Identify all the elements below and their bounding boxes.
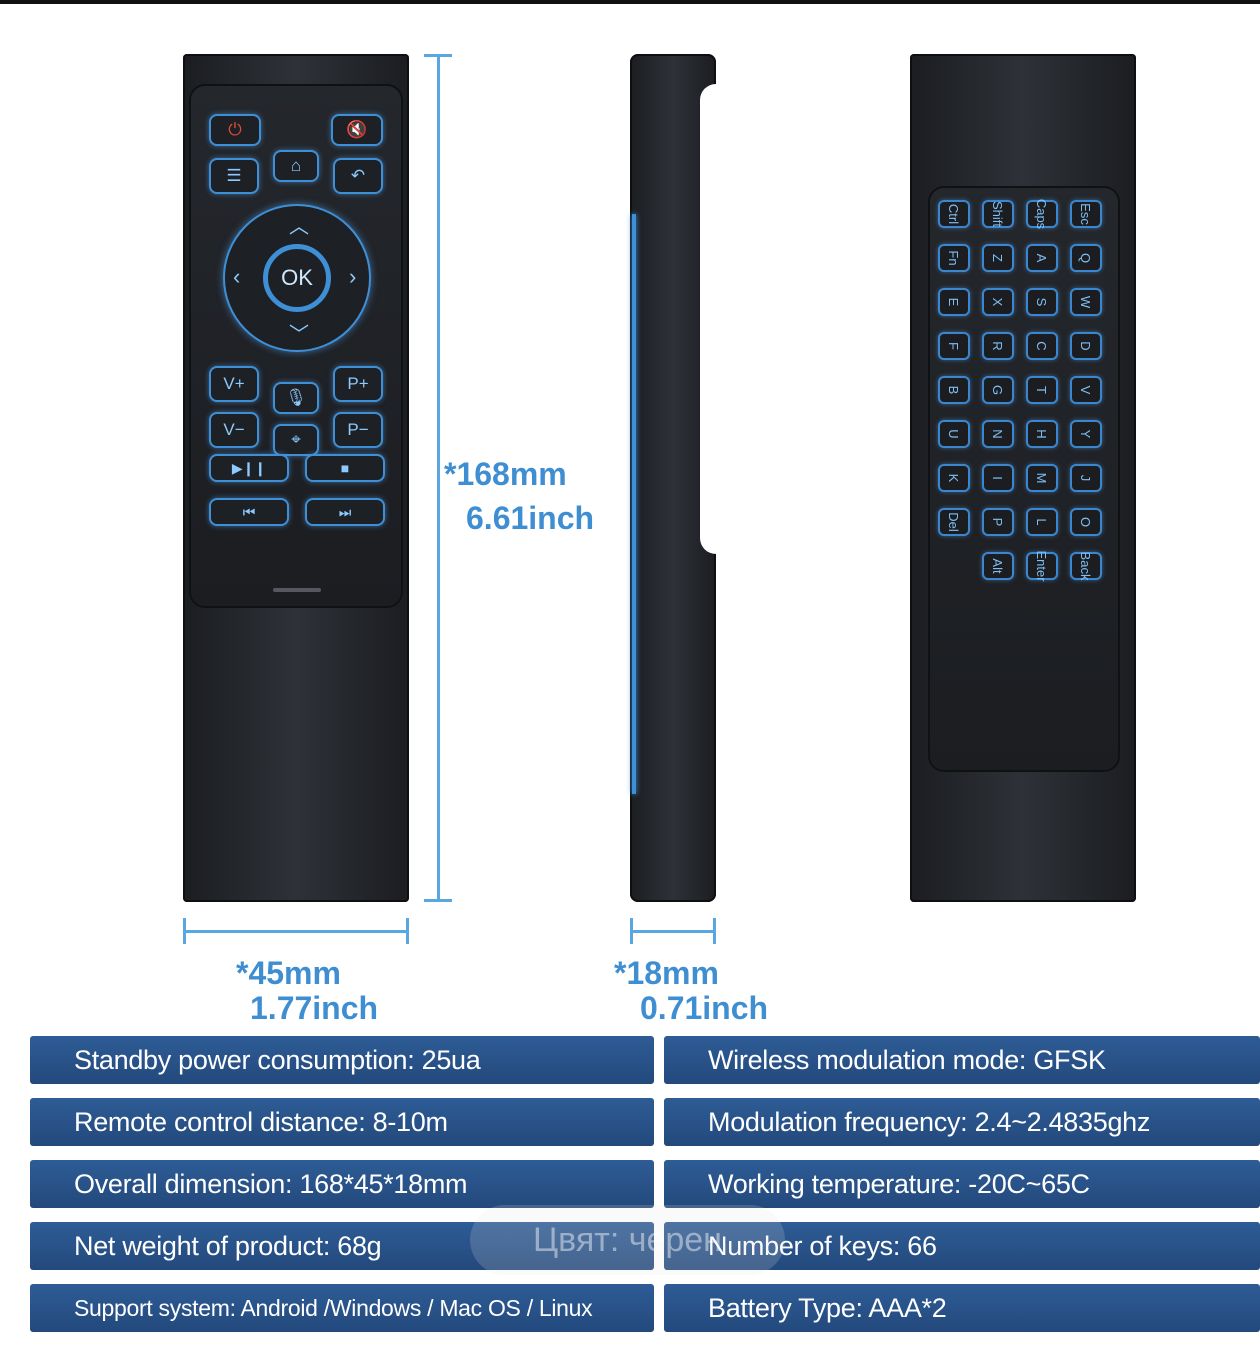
keyboard-key: S — [1026, 288, 1058, 316]
top-border — [0, 0, 1260, 4]
keyboard-key: V — [1070, 376, 1102, 404]
width-dimension-cap-left — [183, 918, 186, 944]
program-up-label: P+ — [347, 374, 369, 393]
depth-dimension-line — [630, 930, 716, 933]
height-inch-label: 6.61inch — [466, 500, 595, 536]
spec-remote-distance: Remote control distance: 8-10m — [30, 1098, 654, 1146]
keyboard-key: F — [938, 332, 970, 360]
volume-down-label: V− — [223, 420, 245, 439]
keyboard-key: Ctrl — [938, 200, 970, 228]
keyboard-key: O — [1070, 508, 1102, 536]
menu-button: ☰ — [209, 158, 259, 194]
spec-support-system: Support system: Android /Windows / Mac O… — [30, 1284, 654, 1332]
keyboard-key: Fn — [938, 244, 970, 272]
keyboard-key: Back — [1070, 552, 1102, 580]
height-dimension-cap-bottom — [424, 899, 452, 902]
keyboard-key: Caps — [1026, 199, 1058, 229]
keyboard-key: M — [1026, 464, 1058, 492]
back-button: ↶ — [333, 158, 383, 194]
keyboard-key: Esc — [1070, 200, 1102, 228]
up-arrow-icon: ︿ — [289, 216, 309, 238]
keyboard-key: W — [1070, 288, 1102, 316]
play-pause-button: ▶❙❙ — [209, 454, 289, 482]
remote-side-view — [630, 54, 716, 902]
spec-overall-dimension: Overall dimension: 168*45*18mm — [30, 1160, 654, 1208]
ok-label: OK — [281, 265, 313, 290]
volume-up-label: V+ — [223, 374, 245, 393]
keyboard-key: E — [938, 288, 970, 316]
mouse-button: ⌖ — [273, 424, 319, 456]
depth-inch-label: 0.71inch — [640, 990, 769, 1026]
keyboard-key: N — [982, 420, 1014, 448]
keyboard-key: U — [938, 420, 970, 448]
home-button: ⌂ — [273, 150, 319, 182]
mute-button: 🔇 — [331, 114, 383, 146]
side-notch-top — [700, 84, 716, 554]
spec-modulation-frequency: Modulation frequency: 2.4~2.4835ghz — [664, 1098, 1260, 1146]
keyboard-key: Alt — [982, 552, 1014, 580]
ok-button: OK — [263, 244, 331, 312]
keyboard-key: A — [1026, 244, 1058, 272]
remote-button-panel: ⏻ 🔇 ☰ ⌂ ↶ ︿ ﹀ ‹ › OK V+ 🎙 P+ V− ⌖ P− ▶❙❙… — [191, 86, 401, 606]
program-down-label: P− — [347, 420, 369, 439]
width-mm-label: *45mm — [236, 955, 341, 991]
watermark: Цвят: черен — [470, 1205, 785, 1275]
keyboard-key: T — [1026, 376, 1058, 404]
keyboard-key: J — [1070, 464, 1102, 492]
microphone-button: 🎙 — [273, 382, 319, 414]
keyboard-key: Enter — [1026, 550, 1058, 582]
keyboard-key: I — [982, 464, 1014, 492]
keyboard-key: R — [982, 332, 1014, 360]
keyboard-key: X — [982, 288, 1014, 316]
spec-working-temperature: Working temperature: -20C~65C — [664, 1160, 1260, 1208]
keyboard-key: Del — [938, 508, 970, 536]
height-dimension-cap-top — [424, 54, 452, 57]
volume-down-button: V− — [209, 412, 259, 448]
keyboard-key: G — [982, 376, 1014, 404]
left-arrow-icon: ‹ — [233, 264, 241, 289]
remote-front-view: ⏻ 🔇 ☰ ⌂ ↶ ︿ ﹀ ‹ › OK V+ 🎙 P+ V− ⌖ P− ▶❙❙… — [183, 54, 409, 902]
program-down-button: P− — [333, 412, 383, 448]
keyboard-key: K — [938, 464, 970, 492]
next-button: ⏭ — [305, 498, 385, 526]
side-blue-edge — [632, 214, 636, 794]
spec-net-weight: Net weight of product: 68g — [30, 1222, 654, 1270]
keyboard-key: D — [1070, 332, 1102, 360]
volume-up-button: V+ — [209, 366, 259, 402]
spec-number-of-keys: Number of keys: 66 — [664, 1222, 1260, 1270]
right-arrow-icon: › — [349, 264, 357, 289]
keyboard-key: L — [1026, 508, 1058, 536]
dpad-ring: ︿ ﹀ ‹ › OK — [223, 204, 371, 352]
width-dimension-cap-right — [406, 918, 409, 944]
spec-battery-type: Battery Type: AAA*2 — [664, 1284, 1260, 1332]
keyboard-key: H — [1026, 420, 1058, 448]
keyboard-key: Y — [1070, 420, 1102, 448]
width-inch-label: 1.77inch — [250, 990, 379, 1026]
keyboard-key: B — [938, 376, 970, 404]
width-dimension-line — [183, 930, 409, 933]
depth-dimension-cap-right — [713, 918, 716, 944]
height-mm-label: *168mm — [444, 456, 567, 492]
keyboard-key: Z — [982, 244, 1014, 272]
keyboard-key: Shift — [982, 200, 1014, 228]
spec-wireless-modulation: Wireless modulation mode: GFSK — [664, 1036, 1260, 1084]
power-button: ⏻ — [209, 114, 261, 146]
stop-button: ■ — [305, 454, 385, 482]
depth-dimension-cap-left — [630, 918, 633, 944]
keyboard-key: P — [982, 508, 1014, 536]
down-arrow-icon: ﹀ — [289, 324, 309, 346]
keyboard-key: C — [1026, 332, 1058, 360]
program-up-button: P+ — [333, 366, 383, 402]
height-dimension-line — [437, 54, 440, 902]
battery-cover-groove — [273, 588, 321, 592]
depth-mm-label: *18mm — [614, 955, 719, 991]
spec-standby-power: Standby power consumption: 25ua — [30, 1036, 654, 1084]
keyboard-key: Q — [1070, 244, 1102, 272]
previous-button: ⏮ — [209, 498, 289, 526]
